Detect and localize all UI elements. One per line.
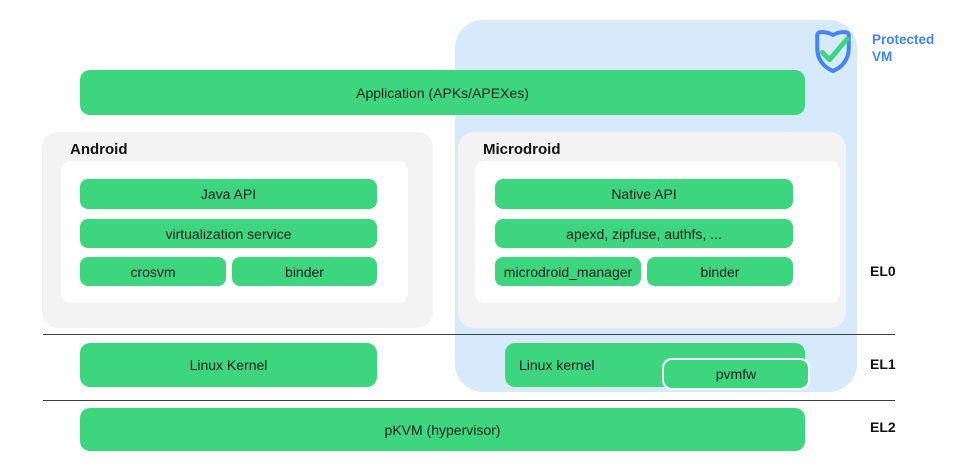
microdroid-manager-bar: microdroid_manager bbox=[495, 257, 641, 286]
protected-vm-label-line2: VM bbox=[872, 49, 893, 64]
protected-vm-label-line1: Protected bbox=[872, 32, 935, 47]
crosvm-bar: crosvm bbox=[80, 257, 226, 286]
virtualization-service-bar: virtualization service bbox=[80, 219, 377, 248]
microdroid-group-title: Microdroid bbox=[483, 141, 561, 158]
pkvm-hypervisor-bar: pKVM (hypervisor) bbox=[80, 408, 805, 451]
el0-label: EL0 bbox=[870, 263, 896, 279]
el1-label: EL1 bbox=[870, 356, 896, 372]
java-api-bar: Java API bbox=[80, 179, 377, 209]
android-binder-bar: binder bbox=[232, 257, 377, 286]
application-bar: Application (APKs/APEXes) bbox=[80, 70, 805, 115]
native-api-bar: Native API bbox=[495, 179, 793, 209]
pvmfw-bar: pvmfw bbox=[662, 358, 810, 390]
host-linux-kernel-bar: Linux Kernel bbox=[80, 343, 377, 387]
microdroid-binder-bar: binder bbox=[647, 257, 793, 286]
el1-el2-divider bbox=[43, 400, 895, 401]
shield-check-icon bbox=[806, 26, 860, 80]
el2-label: EL2 bbox=[870, 419, 896, 435]
android-group-title: Android bbox=[70, 141, 128, 158]
el0-el1-divider bbox=[43, 334, 895, 335]
protected-vm-label: Protected VM bbox=[872, 31, 954, 65]
apexd-zipfuse-authfs-bar: apexd, zipfuse, authfs, ... bbox=[495, 219, 793, 248]
